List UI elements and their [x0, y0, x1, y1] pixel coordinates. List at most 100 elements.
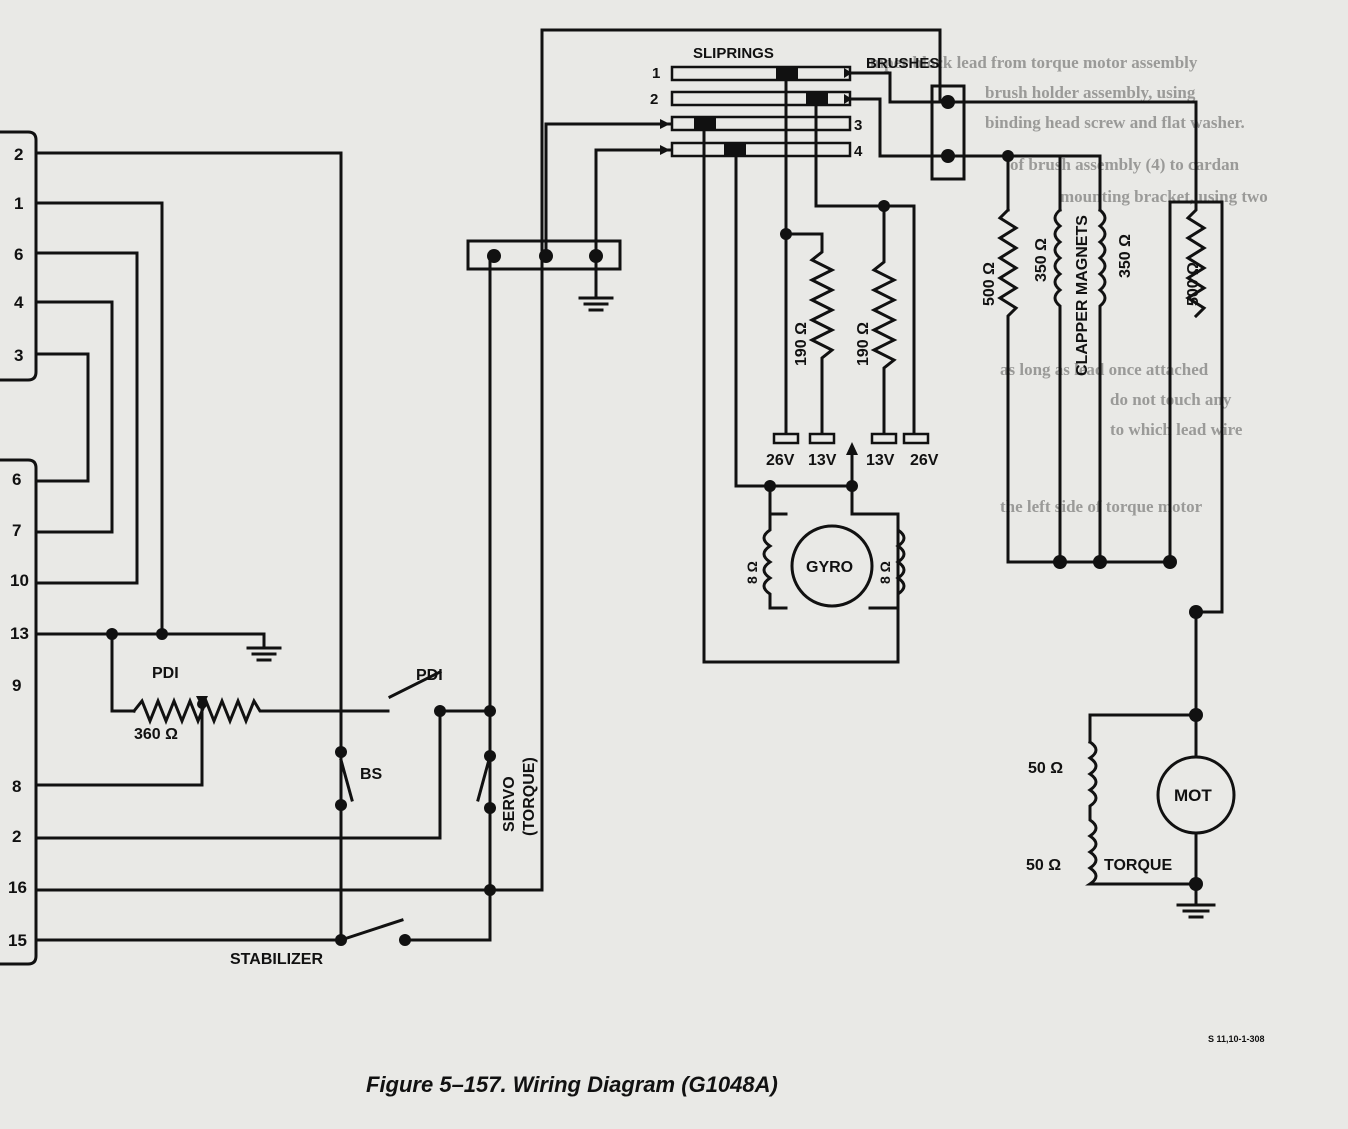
servo-label: SERVO: [501, 776, 518, 832]
wire-pot-wiper-pin8: [34, 706, 204, 787]
r190-a-label: 190 Ω: [793, 322, 810, 366]
pdi-potentiometer: [131, 696, 390, 726]
connector-bottom-pins: 6 7 10 13 9 8 2 16 15: [8, 470, 29, 950]
pin-top-1: 1: [14, 194, 23, 213]
resistor-190-a: [808, 232, 836, 435]
pdi-switch-blade: [387, 669, 443, 700]
pdi-switch-label: PDI: [416, 667, 443, 684]
mot-label: MOT: [1174, 786, 1212, 805]
ground-symbol-left: [246, 646, 282, 662]
resistor-500-right: [1168, 200, 1224, 319]
wire-top6-to-10: [34, 251, 139, 585]
wire-pot-left: [110, 632, 136, 713]
pin-top-3: 3: [14, 346, 23, 365]
gyro-motor: [790, 524, 874, 608]
wire-slipring2: [814, 103, 886, 258]
coil-350-left: [1053, 207, 1063, 564]
pot-resistance-label: 360 Ω: [134, 726, 178, 743]
connector-top-pins: 2 1 6 4 3: [14, 145, 24, 365]
torque-label: TORQUE: [1104, 857, 1172, 874]
bg-line-5: mounting bracket, using two: [1060, 187, 1268, 206]
bg-line-6: as long as lead once attached: [1000, 360, 1209, 379]
wire-pin13-ground: [34, 632, 266, 650]
pin-bottom-13: 13: [10, 624, 29, 643]
wire-brush1: [850, 71, 1198, 204]
gyro-coil-right: [868, 512, 906, 610]
wire-top2-to-bs: [34, 151, 343, 942]
wire-outer-frame: [488, 28, 942, 892]
slipring-num-3: 3: [854, 117, 862, 134]
ground-symbol-right: [1176, 903, 1216, 919]
pin-bottom-2: 2: [12, 827, 21, 846]
bg-line-2: brush holder assembly, using: [985, 83, 1196, 102]
pin-bottom-15: 15: [8, 931, 27, 950]
slipring-num-2: 2: [650, 91, 658, 108]
r350-left-label: 350 Ω: [1033, 238, 1050, 282]
r350-right-label: 350 Ω: [1117, 234, 1134, 278]
wire-brush2: [850, 97, 1010, 212]
ground-symbol-center: [578, 296, 614, 312]
servo-torque-label: (TORQUE): [521, 757, 538, 836]
r500-left-label: 500 Ω: [981, 262, 998, 306]
gyro-coil-right-label: 8 Ω: [877, 561, 893, 584]
r190-b-label: 190 Ω: [855, 322, 872, 366]
wire-stabilizer-right: [403, 888, 492, 942]
terminal-26v-right: 26V: [910, 452, 939, 469]
torque-coil: [1085, 739, 1198, 886]
bg-line-4: of brush assembly (4) to cardan: [1010, 155, 1240, 174]
connector-top: [0, 130, 38, 382]
pin-bottom-8: 8: [12, 777, 21, 796]
slipring-num-4: 4: [854, 143, 863, 160]
connector-bottom: [0, 458, 38, 966]
pin-top-4: 4: [14, 293, 24, 312]
motor-coil-top-label: 50 Ω: [1028, 760, 1063, 777]
gyro-label: GYRO: [806, 559, 853, 576]
terminal-block-right: [930, 84, 966, 181]
pin-bottom-10: 10: [10, 571, 29, 590]
terminal-13v-left: 13V: [808, 452, 837, 469]
reference-code: S 11,10-1-308: [1208, 1034, 1265, 1044]
terminal-13v-right: 13V: [866, 452, 895, 469]
sliprings-label: SLIPRINGS: [693, 45, 774, 62]
stabilizer-label: STABILIZER: [230, 951, 323, 968]
brushes-label: BRUSHES: [866, 55, 939, 72]
figure-caption: Figure 5–157. Wiring Diagram (G1048A): [366, 1072, 778, 1097]
pin-bottom-7: 7: [12, 521, 21, 540]
pdi-pot-label: PDI: [152, 665, 179, 682]
bs-switch-blade: [339, 758, 354, 802]
wire-top3-to-6: [34, 352, 90, 483]
bg-line-3: binding head screw and flat washer.: [985, 113, 1245, 132]
wire-pdi-pin2: [34, 709, 442, 840]
sliprings: [670, 65, 852, 158]
wire-slipring3-gyro: [702, 128, 900, 664]
pin-bottom-6: 6: [12, 470, 21, 489]
gyro-coil-left-label: 8 Ω: [744, 561, 760, 584]
terminal-block-left: [466, 239, 622, 271]
coil-350-right: [1097, 207, 1107, 564]
wire-to-slipring3: [544, 122, 672, 258]
clapper-magnets-label: CLAPPER MAGNETS: [1074, 215, 1091, 376]
terminal-26v-left: 26V: [766, 452, 795, 469]
pin-top-6: 6: [14, 245, 23, 264]
wire-to-slipring4: [594, 148, 672, 258]
r500-right-label: 500 Ω: [1185, 262, 1202, 306]
wire-26v-right: [882, 204, 916, 435]
pin-bottom-16: 16: [8, 878, 27, 897]
servo-switch-blade: [476, 754, 492, 802]
motor-coil-bottom-label: 50 Ω: [1026, 857, 1061, 874]
bg-line-1: mper block lead from torque motor assemb…: [870, 53, 1198, 72]
bg-line-8: to which lead wire: [1110, 420, 1243, 439]
pin-bottom-9: 9: [12, 676, 21, 695]
wire-top4-to-7: [34, 300, 114, 534]
gyro-coil-left: [762, 512, 788, 610]
wire-slipring4-gyro: [734, 154, 772, 488]
slipring-num-1: 1: [652, 65, 660, 82]
connector-loops: [34, 151, 343, 942]
resistor-500-left: [997, 207, 1062, 564]
wire-top1-to-13: [34, 201, 164, 636]
background-text: mper block lead from torque motor assemb…: [870, 53, 1268, 516]
bs-label: BS: [360, 766, 383, 783]
resistor-190-b: [870, 254, 898, 435]
terminals: [772, 432, 930, 445]
